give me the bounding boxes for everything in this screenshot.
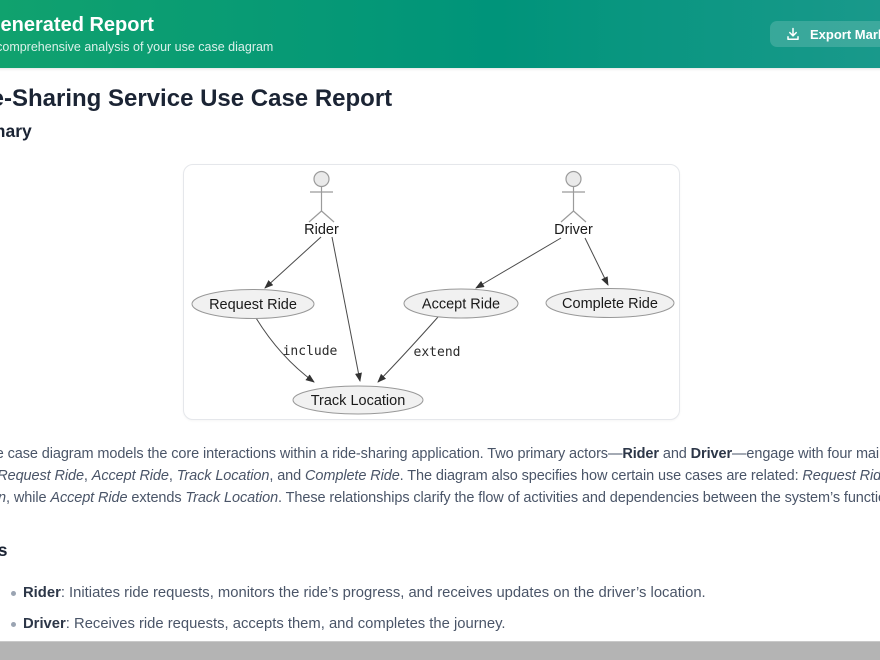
summary-paragraph-line-1: The use case diagram models the core int… xyxy=(0,446,880,462)
app-subtitle: A comprehensive analysis of your use cas… xyxy=(0,40,274,54)
export-markdown-button[interactable]: Export Markdown xyxy=(770,21,880,47)
accept-ride-use-case: Accept Ride xyxy=(403,288,519,319)
driver-actor-figure: Driver xyxy=(554,170,593,238)
extend-edge-label: extend xyxy=(414,345,461,360)
accept-ride-label: Accept Ride xyxy=(422,297,500,313)
include-edge-label: include xyxy=(283,344,338,359)
rider-actor-figure: Rider xyxy=(304,170,339,238)
actors-heading: Actors xyxy=(0,540,8,560)
use-case-diagram: include extend Rider xyxy=(191,170,675,415)
horizontal-scrollbar[interactable] xyxy=(0,641,880,660)
request-ride-label: Request Ride xyxy=(209,297,297,313)
driver-actor-label: Driver xyxy=(554,222,593,238)
edge-include xyxy=(255,317,315,383)
track-location-use-case: Track Location xyxy=(292,385,424,415)
summary-paragraph-line-2: cases: Request Ride, Accept Ride, Track … xyxy=(0,468,880,484)
app-title: Generated Report xyxy=(0,14,154,36)
export-button-label: Export Markdown xyxy=(810,26,880,42)
download-icon xyxy=(787,27,799,41)
header-banner: Generated Report A comprehensive analysi… xyxy=(0,0,880,68)
request-ride-use-case: Request Ride xyxy=(191,289,315,319)
bullet-icon xyxy=(11,591,16,596)
edge-driver-accept-ride xyxy=(475,237,562,289)
edge-driver-complete-ride xyxy=(584,237,609,286)
complete-ride-label: Complete Ride xyxy=(562,296,658,312)
summary-paragraph-line-3: Location, while Accept Ride extends Trac… xyxy=(0,490,880,506)
use-case-diagram-card: include extend Rider xyxy=(183,164,680,420)
rider-actor-label: Rider xyxy=(304,222,339,238)
summary-heading: Summary xyxy=(0,121,32,141)
track-location-label: Track Location xyxy=(311,393,406,409)
edge-rider-track-location xyxy=(331,236,362,382)
complete-ride-use-case: Complete Ride xyxy=(545,288,675,318)
edge-rider-request-ride xyxy=(264,236,322,289)
bullet-icon xyxy=(11,622,16,627)
report-title: Ride-Sharing Service Use Case Report xyxy=(0,85,393,112)
edge-extend xyxy=(377,316,439,383)
